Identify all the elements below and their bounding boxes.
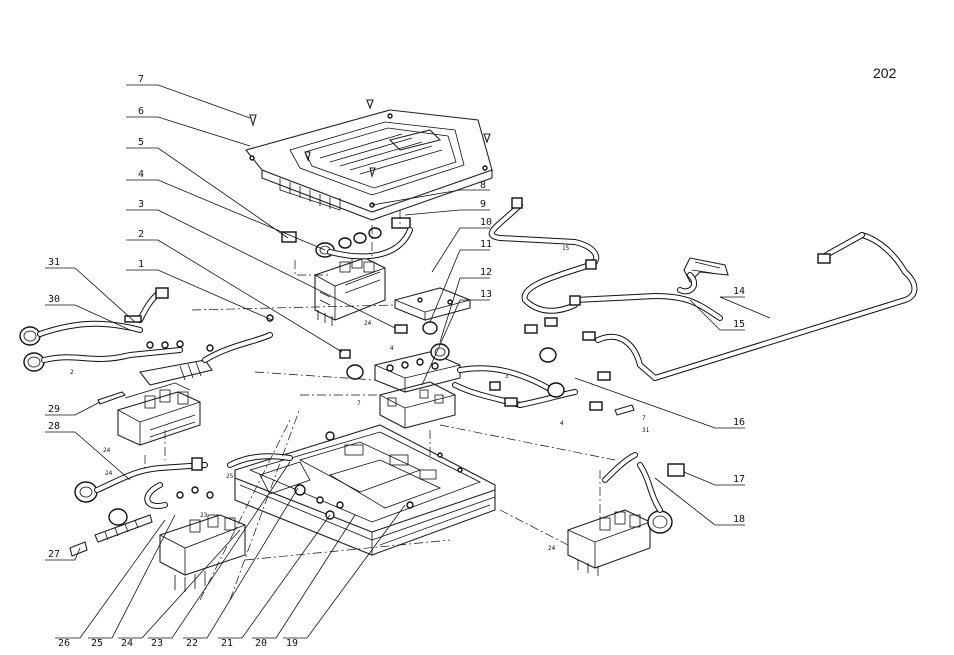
callout-labels-left: 7 6 5 4 3 2 1 31 30 29 28 27 bbox=[48, 74, 144, 560]
inline-2: 2 bbox=[70, 369, 74, 376]
callout-21: 21 bbox=[221, 638, 233, 649]
callout-19: 19 bbox=[286, 638, 298, 649]
controller-module-left-upper bbox=[117, 382, 201, 446]
inline-31: 31 bbox=[642, 427, 650, 434]
callout-25: 25 bbox=[91, 638, 103, 649]
top-cover bbox=[245, 109, 493, 221]
inline-7-right: 7 bbox=[642, 415, 646, 422]
callout-labels-bottom: 26 25 24 23 22 21 20 19 bbox=[58, 638, 298, 649]
terminal-block bbox=[394, 287, 471, 321]
callout-2: 2 bbox=[138, 229, 144, 240]
cable-set-center bbox=[339, 317, 611, 411]
callout-9: 9 bbox=[480, 199, 486, 210]
callout-15: 15 bbox=[733, 319, 745, 330]
callout-13: 13 bbox=[480, 289, 492, 300]
callout-31: 31 bbox=[48, 257, 60, 268]
inline-25: 25 bbox=[226, 473, 234, 480]
callout-27: 27 bbox=[48, 549, 60, 560]
callout-leaders bbox=[45, 84, 771, 639]
inline-4-center: 4 bbox=[390, 345, 394, 352]
inline-24-upper: 24 bbox=[364, 320, 372, 327]
harness-left-lower bbox=[69, 453, 293, 557]
callout-20: 20 bbox=[255, 638, 267, 649]
central-junction bbox=[374, 351, 461, 429]
callout-16: 16 bbox=[733, 417, 745, 428]
callout-28: 28 bbox=[48, 421, 60, 432]
callout-12: 12 bbox=[480, 267, 492, 278]
controller-module-left-lower bbox=[159, 514, 246, 592]
callout-6: 6 bbox=[138, 106, 144, 117]
callout-1: 1 bbox=[138, 259, 144, 270]
callout-11: 11 bbox=[480, 239, 492, 250]
callout-10: 10 bbox=[480, 217, 492, 228]
inline-24-right: 24 bbox=[548, 545, 556, 552]
callout-18: 18 bbox=[733, 514, 745, 525]
callout-7: 7 bbox=[138, 74, 144, 85]
inline-24-left: 24 bbox=[103, 447, 111, 454]
main-housing bbox=[234, 424, 496, 556]
inline-15: 15 bbox=[562, 245, 570, 252]
assembly-dashed-lines bbox=[144, 210, 616, 601]
harness-left-upper bbox=[19, 287, 274, 405]
callout-5: 5 bbox=[138, 137, 144, 148]
inline-3: 3 bbox=[505, 373, 509, 380]
controller-module-right-lower bbox=[567, 404, 685, 576]
wiring-harness-14 bbox=[488, 197, 918, 381]
inline-23: 23 bbox=[200, 512, 208, 519]
inline-7-center: 7 bbox=[357, 400, 361, 407]
page-number: 202 bbox=[873, 65, 897, 81]
callout-26: 26 bbox=[58, 638, 70, 649]
connector-plugs bbox=[281, 217, 450, 361]
callout-3: 3 bbox=[138, 199, 144, 210]
callout-17: 17 bbox=[733, 474, 745, 485]
callout-23: 23 bbox=[151, 638, 163, 649]
inline-4-right: 4 bbox=[560, 420, 564, 427]
controller-module-upper bbox=[314, 257, 386, 326]
callout-24: 24 bbox=[121, 638, 133, 649]
inline-24-left-lower: 24 bbox=[105, 470, 113, 477]
callout-22: 22 bbox=[186, 638, 198, 649]
callout-8: 8 bbox=[480, 180, 486, 191]
inline-labels: 24 24 24 24 15 7 7 4 4 3 31 25 2 23 bbox=[70, 245, 650, 552]
callout-30: 30 bbox=[48, 294, 60, 305]
callout-4: 4 bbox=[138, 169, 144, 180]
callout-14: 14 bbox=[733, 286, 745, 297]
callout-labels-right: 8 9 10 11 12 13 14 15 16 17 18 bbox=[480, 180, 745, 525]
callout-29: 29 bbox=[48, 404, 60, 415]
screws-top bbox=[249, 99, 491, 178]
